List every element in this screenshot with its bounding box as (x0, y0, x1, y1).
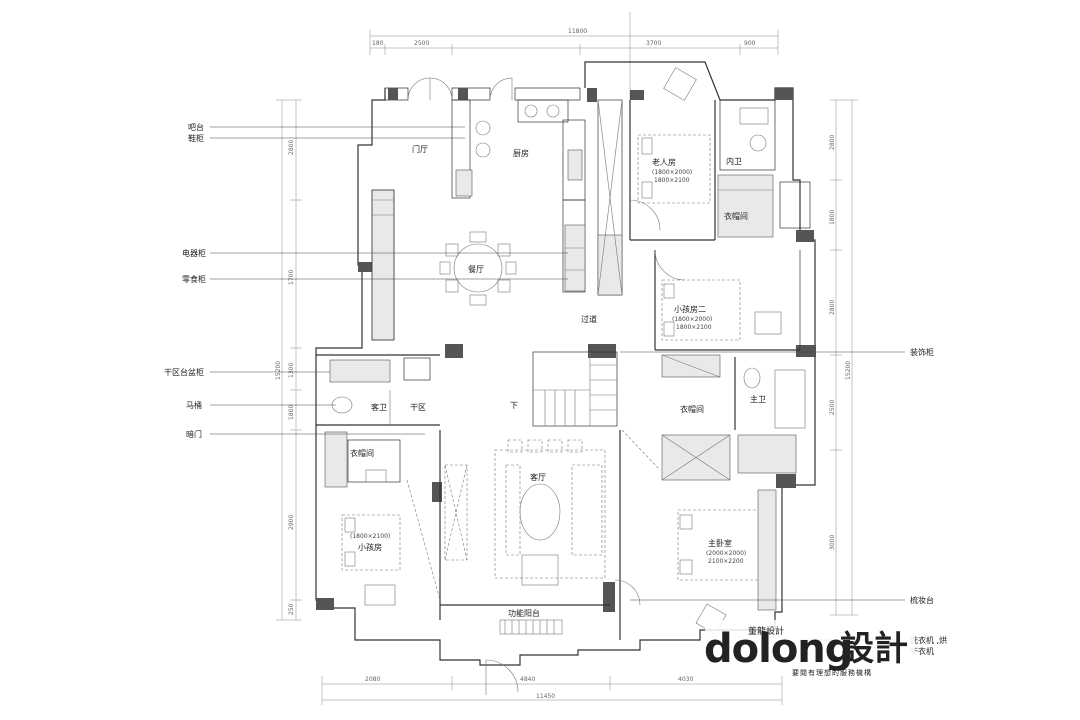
right-callouts: 装饰柜 梳妆台 洗衣机 ,烘 干衣机 (620, 347, 947, 656)
kids-room-2 (654, 250, 801, 351)
staircase (532, 351, 618, 427)
label-foyer: 门厅 (412, 144, 428, 154)
callout-bar: 吧台 (188, 122, 204, 132)
dim-left-seg: 2900 (288, 515, 295, 530)
left-dimension-lines: 2800 1700 1300 1800 2900 250 15200 (275, 99, 302, 621)
label-inner-bath: 内卫 (726, 156, 742, 166)
label-closet-1: 衣帽间 (724, 211, 748, 221)
right-dimension-lines: 2800 1800 2800 2500 3000 15200 (829, 99, 858, 616)
callout-decor: 装饰柜 (910, 347, 934, 357)
callout-washer: 洗衣机 ,烘 (910, 635, 947, 645)
label-guest-bath: 客卫 (371, 402, 387, 412)
elder-room (629, 67, 811, 241)
label-dining: 餐厅 (468, 265, 484, 274)
dim-bottom-seg: 4030 (678, 676, 693, 683)
dim-right-seg: 2800 (829, 300, 836, 315)
logo-cn-small: 董龍設計 (748, 625, 784, 637)
dim-left-seg: 1800 (288, 405, 295, 420)
dim-bottom-seg: 2080 (365, 676, 380, 683)
dining-table (439, 231, 517, 306)
callout-toilet: 马桶 (186, 400, 202, 410)
label-master-bed2: 2100×2200 (708, 558, 744, 565)
label-down: 下 (510, 401, 518, 410)
foyer-kitchen-area (371, 99, 623, 341)
label-corridor: 过道 (581, 314, 597, 324)
guest-bath (316, 354, 440, 426)
structural-columns (316, 88, 816, 612)
callout-shoe: 鞋柜 (188, 133, 204, 143)
top-dimension-lines: 11800 180 2500 3700 900 (369, 12, 779, 115)
dim-right-seg: 2500 (829, 400, 836, 415)
label-kids-bed: (1800×2100) (350, 533, 390, 540)
label-kids-room-2: 小孩房二 (674, 304, 706, 314)
corridor (629, 199, 686, 281)
label-kitchen: 厨房 (513, 148, 529, 158)
dim-top-seg: 2500 (414, 40, 429, 47)
dim-left-seg: 1300 (288, 363, 295, 378)
dim-right-seg: 3000 (829, 535, 836, 550)
callout-washer-2: 干衣机 (910, 646, 934, 656)
dim-top-seg: 900 (744, 40, 756, 47)
master-bedroom (614, 429, 777, 640)
dim-left-seg: 1700 (288, 270, 295, 285)
logo-cn-big: 設計 (840, 629, 908, 669)
dim-top-seg: 3700 (646, 40, 661, 47)
label-elder-bed2: 1800×2100 (654, 177, 690, 184)
dim-top-seg: 180 (372, 40, 384, 47)
label-living: 客厅 (530, 472, 546, 482)
left-callouts: 吧台 鞋柜 电器柜 零食柜 干区台盆柜 马桶 暗门 (164, 122, 568, 439)
logo-tagline: 要閱有理想的服務機構 (792, 668, 872, 677)
dim-right-seg: 1800 (829, 210, 836, 225)
master-closet (661, 354, 806, 481)
brand-logo: dolong 董龍設計 設計 要閱有理想的服務機構 (704, 620, 915, 677)
callout-basin: 干区台盆柜 (164, 367, 204, 377)
living-room (444, 439, 606, 586)
label-master-room: 主卧室 (708, 538, 732, 548)
dim-left-total: 15200 (275, 361, 282, 380)
label-dry-area: 干区 (410, 403, 426, 412)
callout-vanity: 梳妆台 (910, 595, 934, 605)
label-closet-3: 衣帽间 (680, 404, 704, 414)
dim-left-seg: 250 (288, 603, 295, 615)
room-labels: 门厅 厨房 餐厅 过道 老人房 (1800×2000) 1800×2100 内卫… (350, 144, 766, 618)
outer-walls (315, 61, 816, 666)
dim-left-seg: 2800 (288, 140, 295, 155)
label-balcony: 功能阳台 (508, 608, 540, 618)
dim-right-total: 15200 (845, 361, 852, 380)
label-kids-bed-2b: 1800×2100 (676, 324, 712, 331)
utility-balcony (440, 604, 610, 695)
dim-bottom-seg: 4840 (520, 676, 535, 683)
dim-top-total: 11800 (568, 28, 587, 35)
callout-hidden-door: 暗门 (186, 429, 202, 439)
dim-bottom-total: 11450 (536, 693, 555, 700)
label-master-bath: 主卫 (750, 394, 766, 404)
callout-appliance: 电器柜 (182, 248, 206, 258)
logo-latin: dolong (704, 626, 852, 672)
callout-snack: 零食柜 (182, 274, 206, 284)
label-kids-bed-2: (1800×2000) (672, 316, 712, 323)
label-elder-bed: (1800×2000) (652, 169, 692, 176)
label-master-bed: (2000×2000) (706, 550, 746, 557)
bottom-dimension-lines: 2080 4840 4030 11450 (321, 676, 783, 705)
dim-right-seg: 2800 (829, 135, 836, 150)
kids-room (324, 430, 441, 620)
label-kids-room: 小孩房 (358, 542, 382, 552)
label-elder-room: 老人房 (652, 157, 676, 167)
label-closet-2: 衣帽间 (350, 448, 374, 458)
